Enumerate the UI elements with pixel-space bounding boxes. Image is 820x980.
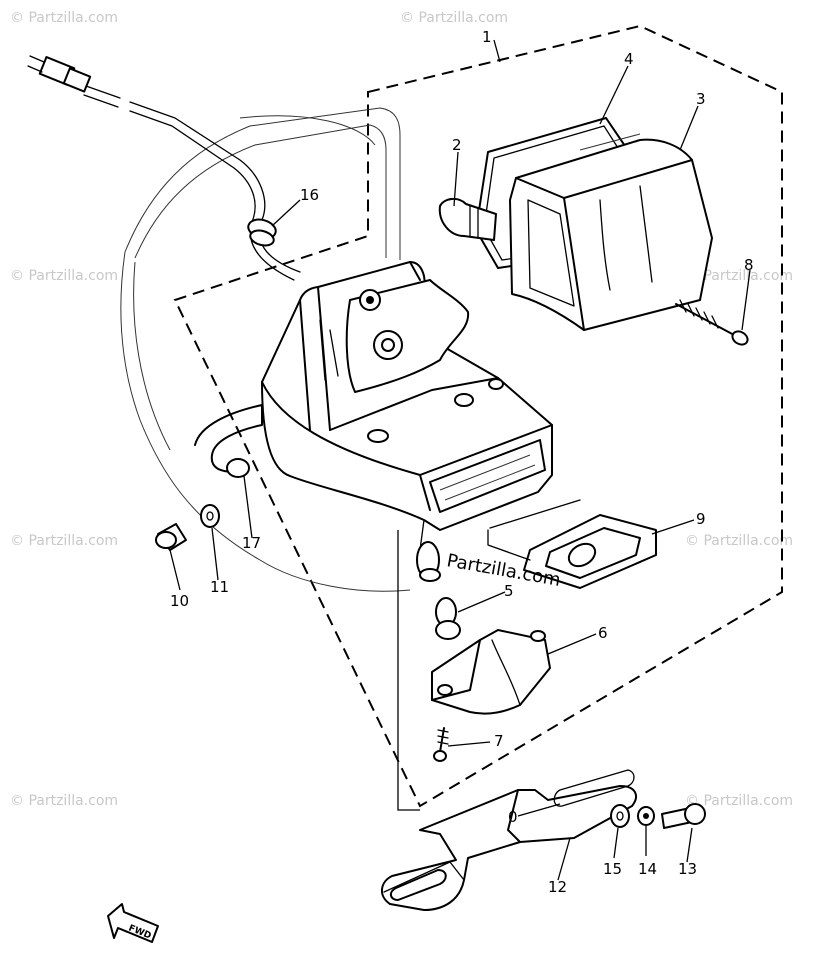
gasket-9 bbox=[523, 514, 657, 589]
callout-14: 14 bbox=[638, 860, 657, 878]
callout-5: 5 bbox=[504, 582, 514, 600]
lamp-cover-6 bbox=[431, 629, 551, 715]
rear-fender bbox=[120, 107, 411, 592]
callout-16: 16 bbox=[300, 186, 319, 204]
watermark: © Partzilla.com bbox=[10, 793, 118, 809]
tail-bulb-2 bbox=[438, 198, 497, 241]
bracket-hole-label: 0 bbox=[508, 808, 518, 826]
callout-1: 1 bbox=[482, 28, 492, 46]
screw-10 bbox=[155, 523, 187, 551]
watermark: © Partzilla.com bbox=[685, 793, 793, 809]
license-bulb-5 bbox=[416, 519, 461, 640]
watermarks: © Partzilla.com © Partzilla.com © Partzi… bbox=[10, 10, 793, 809]
watermark: © Partzilla.com bbox=[10, 533, 118, 549]
nut-14 bbox=[637, 806, 655, 826]
callout-9: 9 bbox=[696, 510, 706, 528]
fwd-arrow: FWD bbox=[107, 903, 159, 943]
callout-13: 13 bbox=[678, 860, 697, 878]
washer-15 bbox=[610, 804, 630, 828]
watermark: © Partzilla.com bbox=[10, 268, 118, 284]
callout-4: 4 bbox=[624, 50, 634, 68]
watermark: © Partzilla.com bbox=[400, 10, 508, 26]
leader-line bbox=[487, 529, 531, 561]
wire-harness bbox=[27, 55, 301, 281]
tail-lens-3 bbox=[509, 133, 713, 331]
callout-11: 11 bbox=[210, 578, 229, 596]
license-bracket-12 bbox=[381, 769, 637, 911]
mount-bracket bbox=[194, 404, 263, 478]
callouts: 1 2 3 4 5 6 7 8 9 10 11 12 13 14 15 16 1… bbox=[170, 28, 754, 896]
callout-8: 8 bbox=[744, 256, 754, 274]
callout-12: 12 bbox=[548, 878, 567, 896]
assembly-boundary bbox=[173, 24, 783, 808]
taillight-base bbox=[261, 261, 553, 531]
watermark: © Partzilla.com bbox=[685, 533, 793, 549]
callout-2: 2 bbox=[452, 136, 462, 154]
callout-17: 17 bbox=[242, 534, 261, 552]
callout-10: 10 bbox=[170, 592, 189, 610]
screw-7 bbox=[433, 727, 449, 762]
bolt-13 bbox=[661, 803, 706, 829]
callout-7: 7 bbox=[494, 732, 504, 750]
leader-lines bbox=[169, 39, 751, 881]
callout-6: 6 bbox=[598, 624, 608, 642]
washer-11 bbox=[200, 504, 220, 528]
watermark: © Partzilla.com bbox=[685, 268, 793, 284]
watermark: © Partzilla.com bbox=[10, 10, 118, 26]
callout-3: 3 bbox=[696, 90, 706, 108]
screw-8 bbox=[675, 299, 749, 346]
callout-15: 15 bbox=[603, 860, 622, 878]
leader-line bbox=[489, 499, 581, 529]
